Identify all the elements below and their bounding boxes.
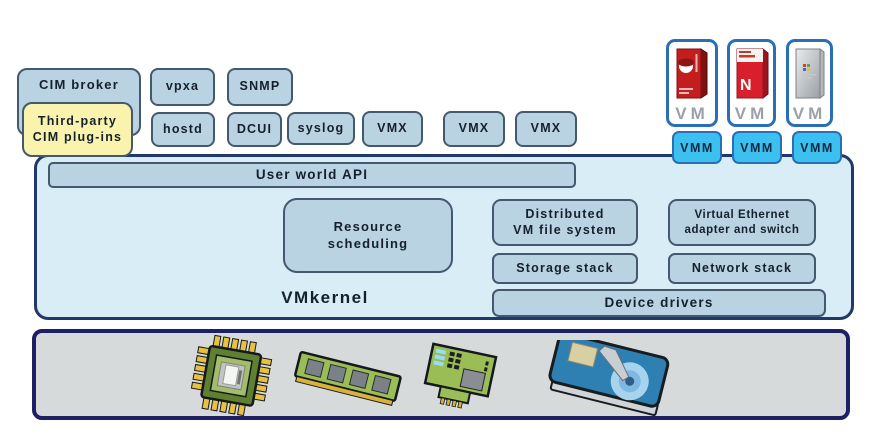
vm-label: VM — [734, 104, 769, 123]
snmp-label: SNMP — [239, 79, 281, 94]
vmx-box-2: VMX — [443, 111, 505, 147]
vm-label: VM — [792, 104, 827, 123]
vmm-label: VMM — [740, 140, 774, 155]
dcui-box: DCUI — [227, 112, 282, 147]
snmp-box: SNMP — [227, 68, 293, 106]
storage-stack-box: Storage stack — [492, 253, 638, 284]
cim-broker-label: CIM broker — [39, 77, 119, 92]
vpxa-label: vpxa — [165, 79, 200, 94]
redhat-os-box-icon — [674, 46, 710, 105]
vmm-box-1: VMM — [672, 131, 722, 164]
network-stack-label: Network stack — [691, 260, 793, 275]
vpxa-box: vpxa — [150, 68, 215, 106]
storage-stack-label: Storage stack — [516, 260, 614, 275]
network-stack-box: Network stack — [668, 253, 816, 284]
vm-card-2: N VM — [727, 39, 776, 127]
user-world-api-bar: User world API — [48, 162, 576, 188]
vm-card-3: VM — [786, 39, 833, 127]
vmx-label: VMX — [377, 121, 408, 136]
vmm-label: VMM — [800, 140, 834, 155]
device-drivers-label: Device drivers — [604, 294, 714, 310]
vm-label: VM — [675, 104, 709, 123]
vmx-label: VMX — [530, 121, 562, 136]
memory-icon — [292, 345, 404, 416]
syslog-box: syslog — [287, 112, 355, 145]
distributed-vmfs-label: Distributed VM file system — [513, 206, 617, 237]
vmkernel-label: VMkernel — [281, 288, 369, 307]
cpu-icon — [190, 334, 274, 424]
vm-card-1: VM — [666, 39, 718, 127]
vmm-box-2: VMM — [732, 131, 782, 164]
vmm-label: VMM — [680, 140, 714, 155]
distributed-vmfs-box: Distributed VM file system — [492, 199, 638, 246]
svg-text:N: N — [740, 77, 752, 94]
dcui-label: DCUI — [236, 121, 273, 136]
device-drivers-box: Device drivers — [492, 289, 826, 317]
syslog-label: syslog — [297, 120, 345, 135]
resource-scheduling-box: Resource scheduling — [283, 198, 453, 273]
third-party-cim-plugins-box: Third-party CIM plug-ins — [22, 102, 133, 157]
virtual-ethernet-label: Virtual Ethernet adapter and switch — [684, 209, 800, 236]
third-party-cim-plugins-label: Third-party CIM plug-ins — [32, 113, 123, 144]
network-card-icon — [418, 340, 510, 421]
disk-icon — [536, 332, 690, 423]
vmx-label: VMX — [458, 121, 490, 136]
novell-os-box-icon: N — [734, 46, 770, 105]
vmx-box-3: VMX — [515, 111, 577, 147]
hostd-box: hostd — [151, 112, 215, 147]
vmm-box-3: VMM — [792, 131, 842, 164]
vmx-box-1: VMX — [362, 111, 423, 147]
user-world-api-label: User world API — [255, 166, 369, 182]
virtual-ethernet-box: Virtual Ethernet adapter and switch — [668, 199, 816, 246]
hostd-label: hostd — [162, 121, 204, 136]
resource-scheduling-label: Resource scheduling — [327, 219, 409, 251]
windows-os-box-icon — [793, 46, 827, 105]
